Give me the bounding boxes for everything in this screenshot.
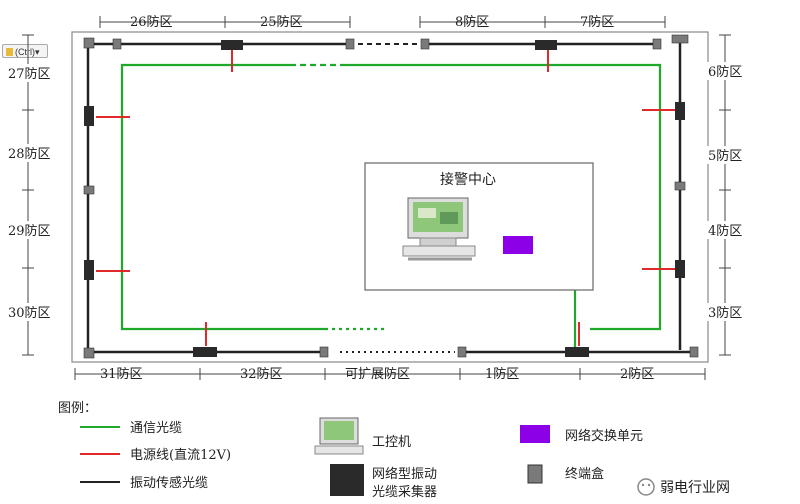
alarm-center-title: 接警中心 [440, 171, 496, 188]
legend-terminal-label: 终端盒 [565, 466, 604, 482]
outer-frame [71, 31, 709, 363]
sensor-cable-perimeter [86, 40, 695, 354]
legend-ipc-icon [314, 417, 364, 455]
zone-28-label: 28防区 [8, 146, 51, 162]
zone-5-label: 5防区 [708, 148, 742, 164]
legend-switch-icon [520, 425, 550, 443]
zone-4-label: 4防区 [708, 223, 742, 239]
legend-switch-label: 网络交换单元 [565, 428, 643, 444]
wechat-icon [637, 478, 655, 496]
zone-27-label: 27防区 [8, 66, 51, 82]
ipc-workstation [402, 197, 476, 261]
legend-title: 图例： [58, 401, 97, 416]
zone-3-label: 3防区 [708, 305, 742, 321]
legend-collector-line2: 光缆采集器 [372, 484, 437, 500]
zone-32-label: 32防区 [240, 366, 283, 382]
terminal-boxes [83, 34, 699, 359]
alarm-center-box [364, 162, 594, 291]
zone-extendable-label: 可扩展防区 [345, 366, 410, 382]
network-switch [503, 236, 533, 254]
zone-31-label: 31防区 [100, 366, 143, 382]
top-dimension-line [99, 16, 666, 28]
bottom-dimension-line [74, 368, 706, 380]
zone-1-label: 1防区 [485, 366, 519, 382]
legend-collector-icon [330, 464, 364, 496]
watermark-text: 弱电行业网 [660, 480, 730, 496]
paste-options-tag[interactable]: (Ctrl)▾ [2, 44, 48, 58]
zone-2-label: 2防区 [620, 366, 654, 382]
collectors [84, 40, 685, 357]
legend-power-label: 电源线(直流12V) [130, 448, 231, 463]
zone-25-label: 25防区 [260, 14, 303, 30]
zone-6-label: 6防区 [708, 64, 742, 80]
right-dimension-line [719, 34, 731, 356]
legend-terminal-icon [527, 464, 543, 484]
zone-26-label: 26防区 [130, 14, 173, 30]
power-lines [96, 50, 676, 346]
clipboard-icon [6, 48, 13, 56]
legend-collector-line1: 网络型振动 [372, 466, 437, 482]
legend-sensor-label: 振动传感光缆 [130, 475, 208, 491]
zone-29-label: 29防区 [8, 223, 51, 239]
zone-8-label: 8防区 [455, 14, 489, 30]
legend-ipc-label: 工控机 [372, 435, 411, 450]
zone-7-label: 7防区 [580, 14, 614, 30]
legend-comm-label: 通信光缆 [130, 420, 182, 436]
left-dimension-line [22, 34, 34, 356]
zone-30-label: 30防区 [8, 305, 51, 321]
